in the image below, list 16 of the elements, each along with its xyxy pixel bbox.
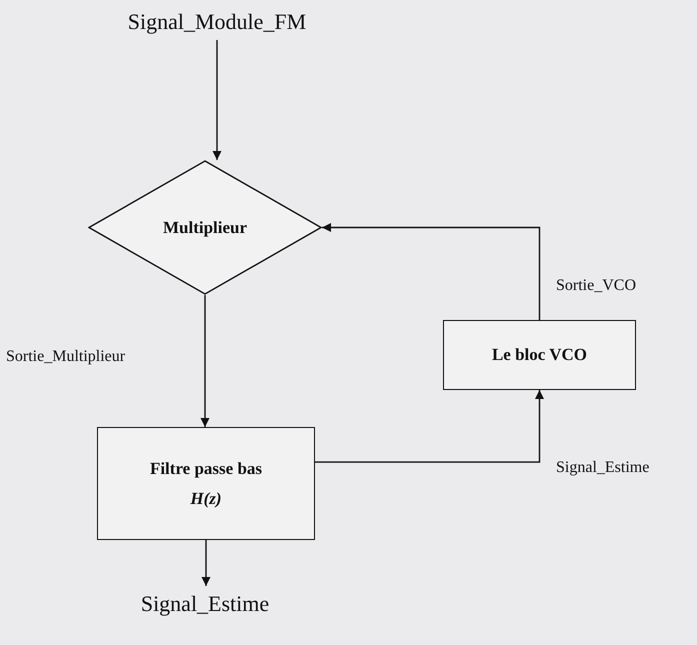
signal-label: Signal_Estime <box>140 591 270 617</box>
diamond-label: Multiplieur <box>162 218 248 238</box>
box-title: Le bloc VCO <box>492 345 588 365</box>
edge-label: Signal_Estime <box>556 459 650 477</box>
signal-label: Signal_Module_FM <box>128 9 306 35</box>
process-box <box>443 320 636 390</box>
box-title: Filtre passe bas <box>150 458 262 478</box>
edge-label: Sortie_Multiplieur <box>6 348 126 366</box>
arrow <box>315 390 544 463</box>
process-box <box>97 427 315 540</box>
arrow <box>200 295 210 427</box>
edge-label: Sortie_VCO <box>556 277 636 295</box>
arrow <box>212 40 222 160</box>
arrow <box>202 540 210 586</box>
arrow <box>322 223 540 320</box>
transfer-function: H(z) <box>190 488 222 508</box>
